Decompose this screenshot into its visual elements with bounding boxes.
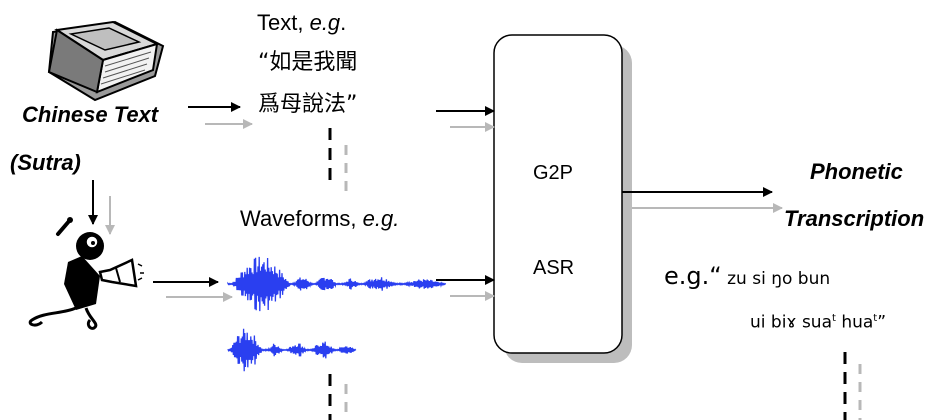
waveform-example-eg: e.g. <box>362 206 400 231</box>
book-icon <box>47 20 165 102</box>
waveform-example-heading: Waveforms, e.g. <box>240 208 399 230</box>
sutra-label: (Sutra) <box>10 150 81 175</box>
asr-label: ASR <box>533 257 575 279</box>
chinese-text-label: Chinese Text <box>22 102 159 127</box>
output-example-close: ” <box>877 312 887 333</box>
speaker-with-megaphone-icon <box>28 217 144 330</box>
system-box <box>493 34 623 354</box>
waveform-example-prefix: Waveforms, <box>240 206 363 231</box>
text-example-line2: 爲母說法” <box>258 92 358 117</box>
waveform-icon <box>227 256 447 372</box>
output-example-sup1: t <box>832 313 836 324</box>
output-example-sup2: t <box>873 313 878 324</box>
output-example-mid: hua <box>835 312 874 333</box>
output-example-text2: ui biɤ sua <box>750 312 832 333</box>
text-example-heading: Text, e.g. <box>257 12 346 34</box>
text-example-eg: e.g <box>309 10 341 35</box>
text-example-prefix: Text, <box>257 10 310 35</box>
output-example-text1: zu si ŋo bun <box>721 269 831 289</box>
g2p-label: G2P <box>533 162 574 184</box>
text-example-suffix: . <box>340 10 347 35</box>
output-example-line2: ui biɤ suat huat” <box>750 314 886 332</box>
phonetic-label: Phonetic <box>810 159 903 184</box>
output-example-line1: e.g.“ zu si ŋo bun <box>664 264 830 288</box>
output-example-eg: e.g.“ <box>664 262 722 290</box>
text-example-line1: “如是我聞 <box>258 50 358 75</box>
transcription-label: Transcription <box>784 206 925 231</box>
